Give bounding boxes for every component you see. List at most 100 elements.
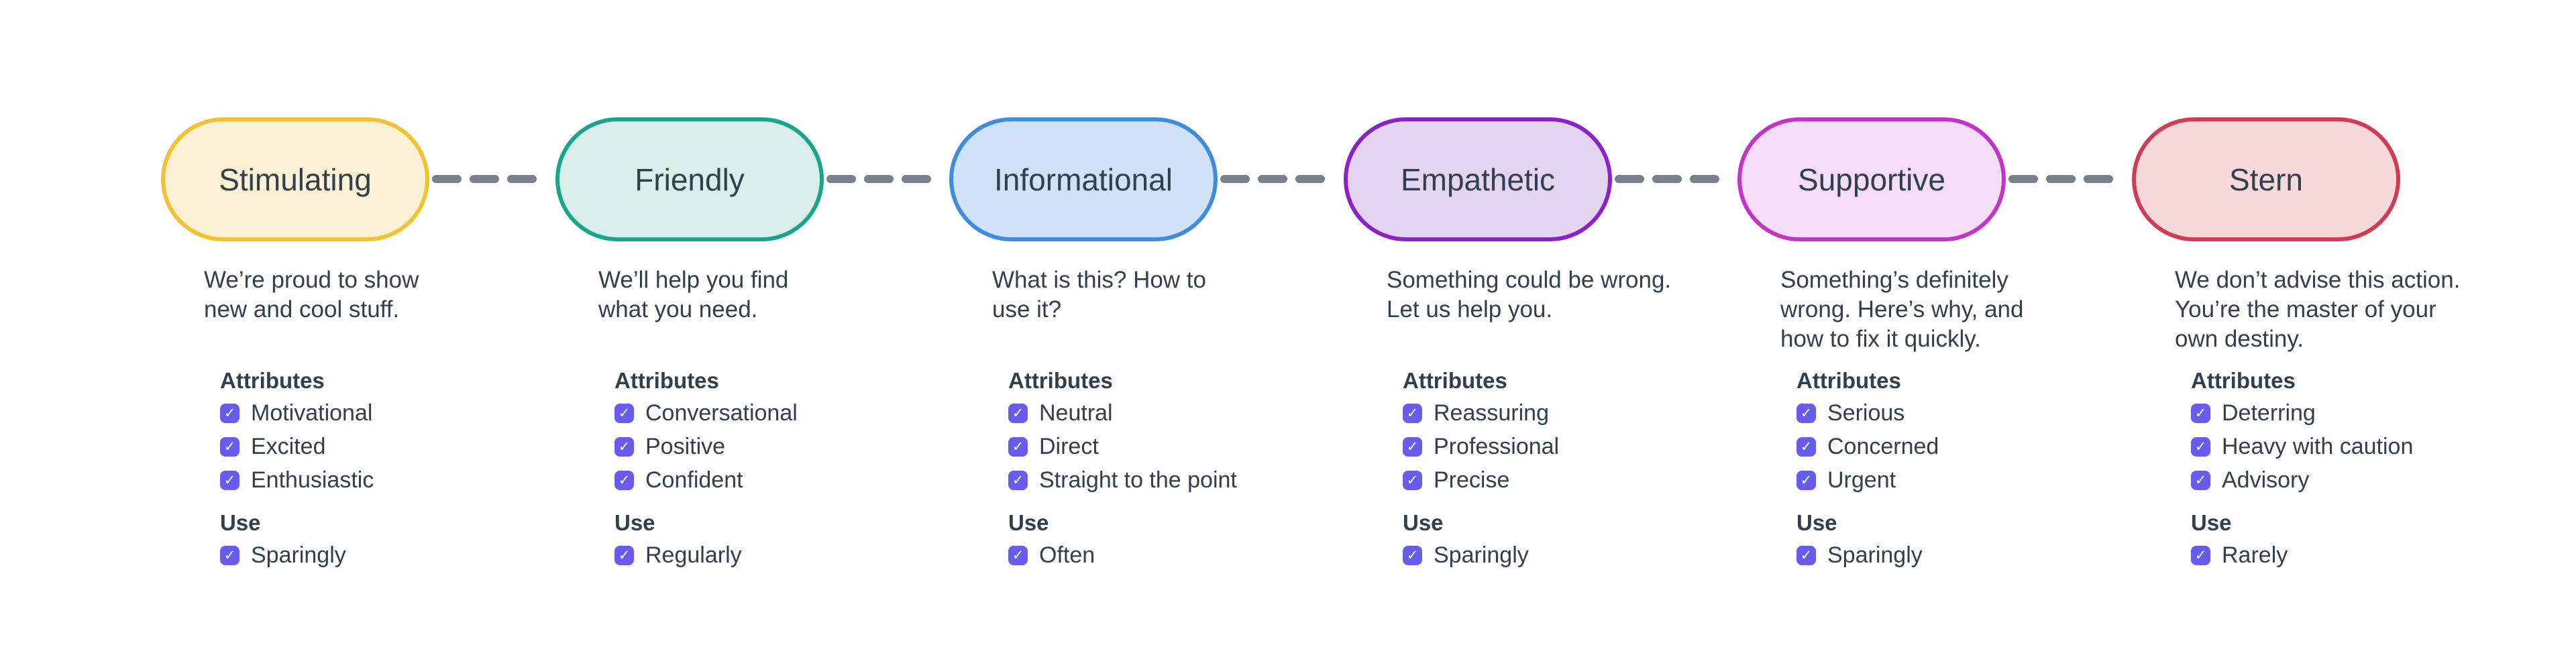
checkbox-checked-icon[interactable]: ✓	[1796, 436, 1816, 457]
attribute-label: Precise	[1434, 467, 1510, 493]
tone-node: Stimulating	[161, 117, 429, 241]
use-label: Sparingly	[251, 542, 346, 568]
attribute-label: Excited	[251, 433, 326, 459]
checkbox-checked-icon[interactable]: ✓	[1403, 436, 1422, 457]
tone-node-label: Supportive	[1798, 162, 1945, 197]
checkbox-checked-icon[interactable]: ✓	[1796, 470, 1816, 490]
checkbox-checked-icon[interactable]: ✓	[2191, 436, 2210, 457]
checkbox-checked-icon[interactable]: ✓	[1008, 545, 1028, 565]
attribute-row: ✓ Reassuring	[1403, 400, 1719, 426]
use-label: Sparingly	[1827, 542, 1923, 568]
tone-description: Something’s definitely wrong. Here’s why…	[1780, 267, 2024, 352]
tone-description: We don’t advise this action. You’re the …	[2175, 267, 2461, 352]
tone-column-stern: Stern We don’t advise this action. You’r…	[2132, 117, 2508, 577]
attribute-label: Direct	[1039, 433, 1099, 459]
attribute-label: Serious	[1827, 400, 1905, 426]
tone-description: Something could be wrong. Let us help yo…	[1387, 267, 1672, 322]
checkbox-checked-icon[interactable]: ✓	[1008, 470, 1028, 490]
attribute-label: Enthusiastic	[251, 467, 374, 493]
checkbox-checked-icon[interactable]: ✓	[1796, 545, 1816, 565]
attribute-label: Deterring	[2222, 400, 2316, 426]
tone-node-label: Stern	[2229, 162, 2303, 197]
tone-details: Attributes ✓ Deterring ✓ Heavy with caut…	[2191, 367, 2508, 568]
use-header: Use	[1403, 510, 1444, 535]
use-row: ✓ Rarely	[2191, 542, 2508, 568]
checkbox-checked-icon[interactable]: ✓	[220, 545, 239, 565]
attributes-header: Attributes	[1008, 368, 1113, 393]
attributes-header: Attributes	[1796, 368, 1901, 393]
use-row: ✓ Often	[1008, 542, 1325, 568]
attribute-label: Straight to the point	[1039, 467, 1237, 493]
attribute-label: Advisory	[2222, 467, 2310, 493]
attribute-label: Urgent	[1827, 467, 1896, 493]
use-label: Often	[1039, 542, 1095, 568]
checkbox-checked-icon[interactable]: ✓	[220, 403, 239, 423]
attributes-header: Attributes	[2191, 368, 2296, 393]
checkbox-checked-icon[interactable]: ✓	[1403, 470, 1422, 490]
attribute-label: Conversational	[645, 400, 798, 426]
use-header: Use	[2191, 510, 2232, 535]
tone-description: We’ll help you find what you need.	[598, 267, 789, 322]
checkbox-checked-icon[interactable]: ✓	[1796, 403, 1816, 423]
attribute-label: Heavy with caution	[2222, 433, 2414, 459]
checkbox-checked-icon[interactable]: ✓	[2191, 403, 2210, 423]
checkbox-checked-icon[interactable]: ✓	[614, 436, 634, 457]
attribute-row: ✓ Advisory	[2191, 467, 2508, 493]
tone-node: Supportive	[1737, 117, 2006, 241]
attribute-row: ✓ Professional	[1403, 434, 1719, 459]
checkbox-checked-icon[interactable]: ✓	[2191, 545, 2210, 565]
use-row: ✓ Sparingly	[220, 542, 537, 568]
use-header: Use	[1008, 510, 1049, 535]
checkbox-checked-icon[interactable]: ✓	[614, 470, 634, 490]
checkbox-checked-icon[interactable]: ✓	[1008, 403, 1028, 423]
tone-node: Informational	[949, 117, 1218, 241]
checkbox-checked-icon[interactable]: ✓	[614, 545, 634, 565]
checkbox-checked-icon[interactable]: ✓	[220, 436, 239, 457]
tone-node: Empathetic	[1344, 117, 1612, 241]
tone-column-friendly: Friendly We’ll help you find what you ne…	[555, 117, 931, 577]
use-header: Use	[1796, 510, 1837, 535]
checkbox-checked-icon[interactable]: ✓	[614, 403, 634, 423]
attribute-row: ✓ Direct	[1008, 434, 1325, 459]
attribute-row: ✓ Urgent	[1796, 467, 2113, 493]
use-row: ✓ Sparingly	[1796, 542, 2113, 568]
attributes-header: Attributes	[1403, 368, 1507, 393]
attributes-header: Attributes	[614, 368, 719, 393]
tone-details: Attributes ✓ Neutral ✓ Direct ✓ Straight…	[1008, 367, 1325, 568]
attribute-row: ✓ Motivational	[220, 400, 537, 426]
tone-details: Attributes ✓ Serious ✓ Concerned ✓ Urgen…	[1796, 367, 2113, 568]
attribute-row: ✓ Precise	[1403, 467, 1719, 493]
tone-node-label: Empathetic	[1400, 162, 1556, 197]
use-row: ✓ Sparingly	[1403, 542, 1719, 568]
checkbox-checked-icon[interactable]: ✓	[2191, 470, 2210, 490]
attribute-label: Concerned	[1827, 433, 1939, 459]
use-label: Rarely	[2222, 542, 2288, 568]
checkbox-checked-icon[interactable]: ✓	[220, 470, 239, 490]
tone-column-supportive: Supportive Something’s definitely wrong.…	[1737, 117, 2113, 577]
tone-node: Stern	[2132, 117, 2400, 241]
tone-column-informational: Informational What is this? How to use i…	[949, 117, 1325, 577]
attribute-row: ✓ Deterring	[2191, 400, 2508, 426]
use-row: ✓ Regularly	[614, 542, 931, 568]
use-label: Regularly	[645, 542, 742, 568]
attribute-row: ✓ Excited	[220, 434, 537, 459]
attribute-label: Neutral	[1039, 400, 1113, 426]
attribute-row: ✓ Confident	[614, 467, 931, 493]
attribute-row: ✓ Neutral	[1008, 400, 1325, 426]
checkbox-checked-icon[interactable]: ✓	[1403, 545, 1422, 565]
use-header: Use	[220, 510, 261, 535]
attribute-label: Confident	[645, 467, 743, 493]
tone-node-label: Stimulating	[219, 162, 372, 197]
checkbox-checked-icon[interactable]: ✓	[1008, 436, 1028, 457]
tone-column-empathetic: Empathetic Something could be wrong. Let…	[1344, 117, 1719, 577]
attribute-row: ✓ Enthusiastic	[220, 467, 537, 493]
use-header: Use	[614, 510, 655, 535]
tone-details: Attributes ✓ Conversational ✓ Positive ✓…	[614, 367, 931, 568]
use-label: Sparingly	[1434, 542, 1529, 568]
attribute-label: Professional	[1434, 433, 1560, 459]
checkbox-checked-icon[interactable]: ✓	[1403, 403, 1422, 423]
tone-details: Attributes ✓ Reassuring ✓ Professional ✓…	[1403, 367, 1719, 568]
tone-column-stimulating: Stimulating We’re proud to show new and …	[161, 117, 537, 577]
